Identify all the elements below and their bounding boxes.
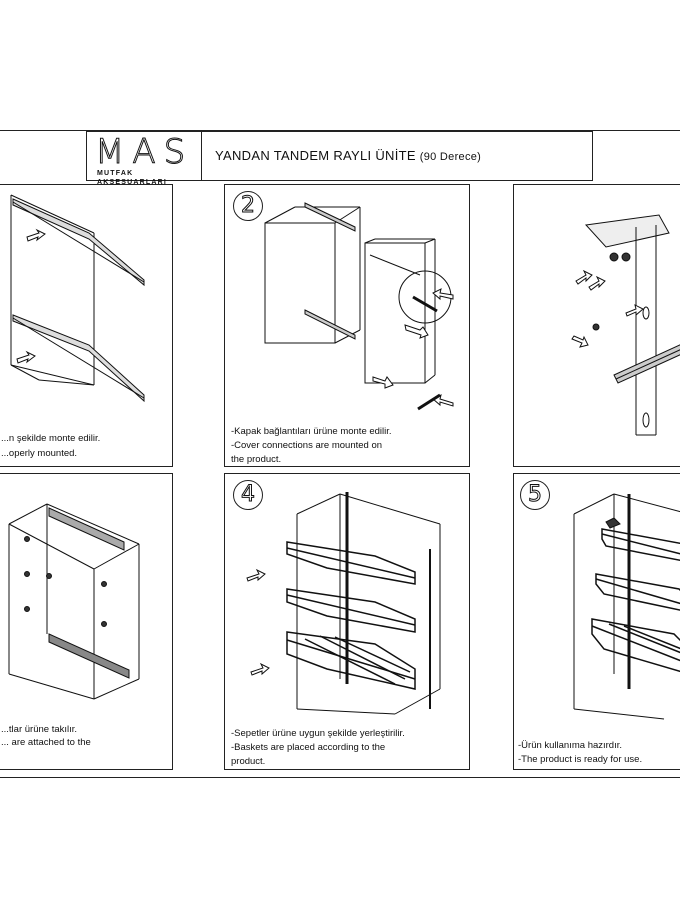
step-6-caption-line-2: -The product is ready for use. bbox=[518, 754, 643, 765]
step-4-caption-line-2: ... are attached to the bbox=[1, 737, 91, 748]
step-1-illustration bbox=[10, 194, 145, 403]
brand-logo: MAS MUTFAK AKSESUARLARI bbox=[87, 132, 202, 186]
title-paren: (90 Derece) bbox=[419, 151, 482, 163]
step-6-caption-line-1: -Ürün kullanıma hazırdır. bbox=[518, 740, 623, 751]
step-5-caption-line-3: product. bbox=[231, 756, 266, 767]
step-1-caption-line-1: ...n şekilde monte edilir. bbox=[1, 433, 101, 444]
step-5-illustration bbox=[246, 492, 441, 715]
step-2-caption-line-1: -Kapak bağlantıları ürüne monte edilir. bbox=[231, 426, 392, 437]
brand-subtitle: MUTFAK AKSESUARLARI bbox=[97, 170, 168, 186]
step-5-number: 5 bbox=[520, 480, 550, 510]
step-panel-6: 5 -Ürün kullanıma hazırdır. -The product… bbox=[513, 473, 680, 770]
step-2-caption-line-3: the product. bbox=[231, 454, 282, 465]
step-4-caption-line-1: ...tlar ürüne takılır. bbox=[1, 724, 78, 735]
title-main: YANDAN TANDEM RAYLI ÜNİTE bbox=[215, 148, 416, 163]
header: MAS MUTFAK AKSESUARLARI YANDAN TANDEM RA… bbox=[86, 131, 593, 186]
step-3-illustration bbox=[571, 214, 680, 436]
step-5-caption-line-2: -Baskets are placed according to the bbox=[231, 742, 386, 753]
step-6-illustration bbox=[573, 493, 680, 720]
step-panel-2: 2 -Kapak bağlantıları ürüne bbox=[224, 184, 470, 467]
step-4-illustration bbox=[8, 503, 140, 700]
step-1-caption-line-2: ...operly mounted. bbox=[1, 448, 78, 459]
step-2-caption-line-2: -Cover connections are mounted on bbox=[231, 440, 383, 451]
step-panel-3 bbox=[513, 184, 680, 467]
step-2-number: 2 bbox=[233, 191, 263, 221]
document-title: YANDAN TANDEM RAYLI ÜNİTE (90 Derece) bbox=[215, 148, 481, 165]
instruction-sheet bbox=[0, 130, 680, 778]
step-panel-1: ...n şekilde monte edilir. ...operly mou… bbox=[0, 184, 173, 467]
step-5-caption-line-1: -Sepetler ürüne uygun şekilde yerleştiri… bbox=[231, 728, 405, 739]
brand-name: MAS bbox=[94, 132, 194, 172]
step-2-illustration bbox=[264, 202, 454, 411]
step-panel-4: ...tlar ürüne takılır. ... are attached … bbox=[0, 473, 173, 770]
step-panel-5: 4 -Sepetle bbox=[224, 473, 470, 770]
step-4-number: 4 bbox=[233, 480, 263, 510]
